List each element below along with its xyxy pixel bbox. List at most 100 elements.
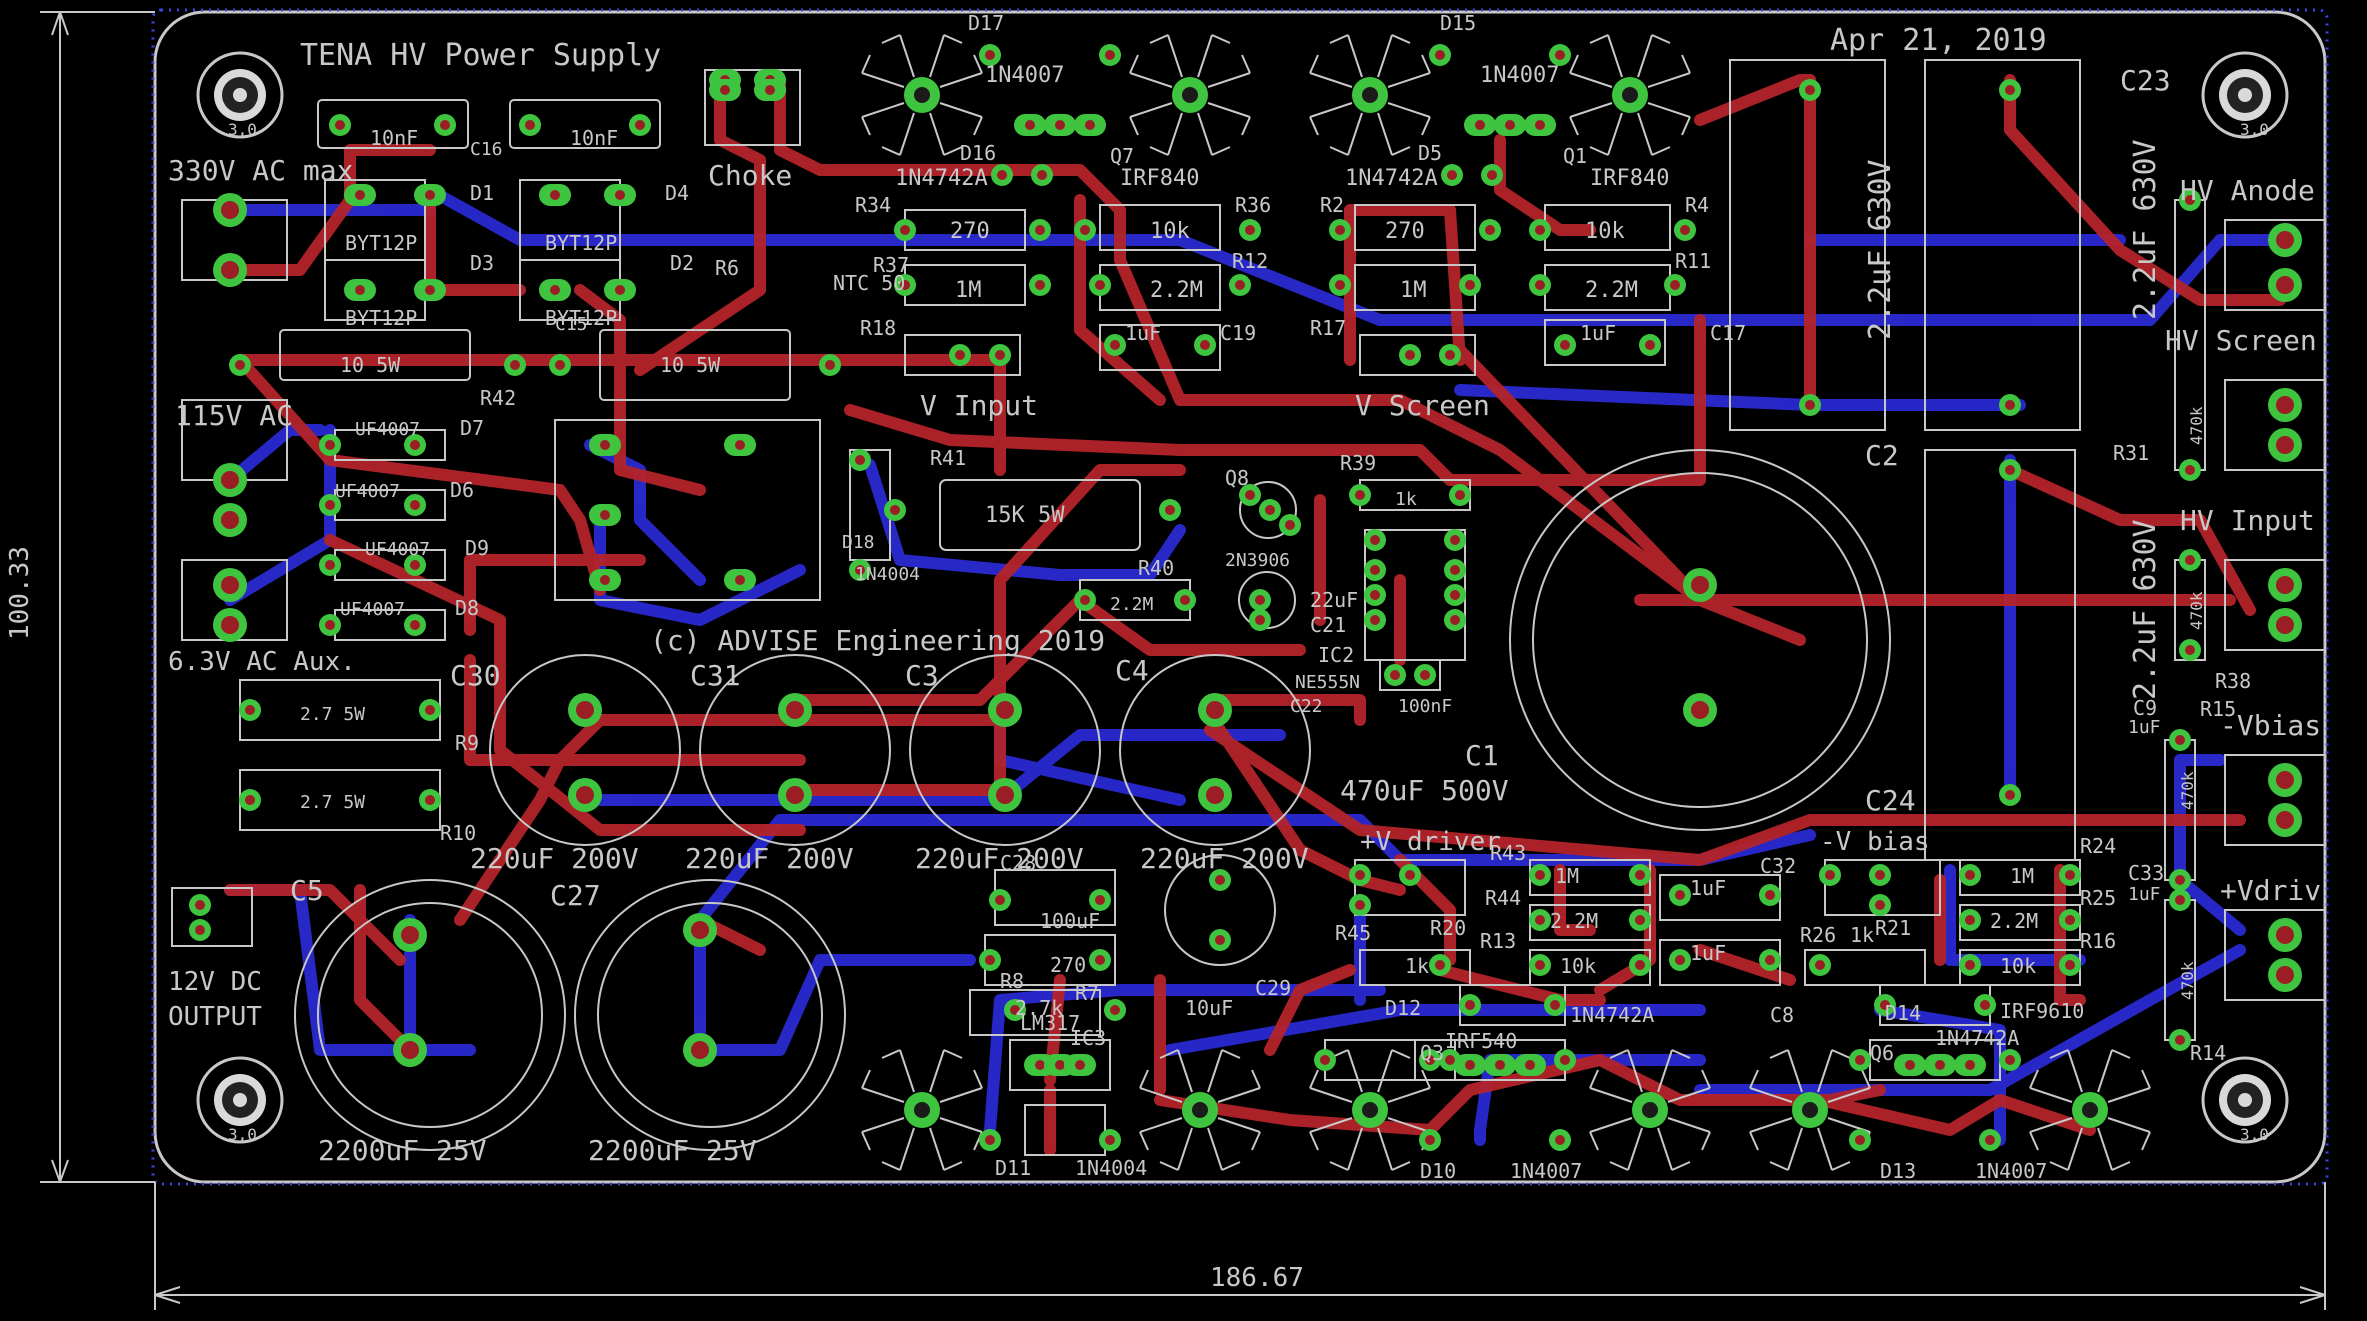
part-ref: R11 <box>1675 249 1711 273</box>
part-value: 10uF <box>1185 996 1233 1020</box>
part-ref: C29 <box>1255 976 1291 1000</box>
mount-hole-label: 3,0 <box>2240 120 2269 139</box>
part-ref: C19 <box>1220 321 1256 345</box>
part-ref: D17 <box>968 11 1004 35</box>
part-ref: R18 <box>860 316 896 340</box>
part-ref: C5 <box>290 874 324 907</box>
part-ref: Q1 <box>1563 144 1587 168</box>
part-value: IRF9610 <box>2000 999 2084 1023</box>
part-ref: R9 <box>455 731 479 755</box>
part-value: 2.7 5W <box>300 792 365 813</box>
part-value: 220uF 200V <box>470 842 639 875</box>
part-value: 1N4007 <box>1510 1159 1582 1183</box>
part-value: 270 <box>1385 219 1425 244</box>
part-value: 2.2M <box>1550 909 1598 933</box>
part-ref: R25 <box>2080 886 2116 910</box>
part-value: 1k <box>1850 923 1874 947</box>
part-value: LM317 <box>1020 1011 1080 1035</box>
part-ref: C9 <box>2133 696 2157 720</box>
part-value: 1uF <box>1580 321 1616 345</box>
part-value: 1k <box>1405 954 1429 978</box>
mount-hole-label: 3,0 <box>228 1125 257 1144</box>
part-ref: D2 <box>670 251 694 275</box>
part-value: 1uF <box>2128 884 2161 905</box>
part-value: BYT12P <box>345 306 417 330</box>
part-value: 100uF <box>1040 909 1100 933</box>
mount-hole <box>196 51 284 139</box>
part-value: 1N4742A <box>1570 1003 1654 1027</box>
part-value: IRF840 <box>1120 166 1199 191</box>
part-value: 10 5W <box>340 353 401 377</box>
connector-63v-label: 6.3V AC Aux. <box>168 647 356 677</box>
part-ref: D7 <box>460 416 484 440</box>
part-ref: R38 <box>2215 669 2251 693</box>
part-ref: R20 <box>1430 916 1466 940</box>
part-value: 10 5W <box>660 353 721 377</box>
part-ref: D6 <box>450 478 474 502</box>
label-v-input: V Input <box>920 389 1038 422</box>
part-value: IRF840 <box>1590 166 1669 191</box>
part-ref: C8 <box>1770 1003 1794 1027</box>
part-value: 1M <box>1555 864 1579 888</box>
part-ref: D16 <box>960 141 996 165</box>
part-value: 2.2M <box>1110 594 1154 615</box>
part-ref: D1 <box>470 181 494 205</box>
part-ref: R4 <box>1685 193 1709 217</box>
part-value: 270 <box>1050 953 1086 977</box>
part-ref: C21 <box>1310 613 1346 637</box>
part-ref: D15 <box>1440 11 1476 35</box>
part-value: IRF540 <box>1445 1029 1517 1053</box>
part-value: 10k <box>1150 219 1190 244</box>
part-value: 1M <box>1400 278 1427 303</box>
part-ref: R15 <box>2200 697 2236 721</box>
part-value: 10k <box>1585 219 1625 244</box>
mount-hole <box>2201 51 2289 139</box>
part-value: UF4007 <box>365 539 430 560</box>
part-value: UF4007 <box>335 481 400 502</box>
part-value: BYT12P <box>345 231 417 255</box>
part-ref: C28 <box>1000 851 1036 875</box>
dimension-height-label: 100.33 <box>5 546 35 640</box>
part-value: 2200uF 25V <box>318 1134 487 1167</box>
part-ref: D5 <box>1418 141 1442 165</box>
connector-vdriv-label: +Vdriv <box>2220 874 2321 907</box>
part-ref: R39 <box>1340 451 1376 475</box>
part-ref: IC2 <box>1318 643 1354 667</box>
part-ref: D18 <box>842 532 875 553</box>
part-ref: D12 <box>1385 996 1421 1020</box>
part-value: 2.2uF 630V <box>1863 159 1898 340</box>
part-value: 15K 5W <box>985 503 1065 528</box>
part-ref: C15 <box>555 314 588 335</box>
part-value: 1uF <box>1690 876 1726 900</box>
part-value: 470k <box>2187 591 2206 630</box>
part-value: 1uF <box>1125 321 1161 345</box>
part-ref: R40 <box>1138 556 1174 580</box>
part-ref: D11 <box>995 1156 1031 1180</box>
part-value: 270 <box>950 219 990 244</box>
top-copper-traces <box>224 74 2286 1156</box>
connector-12v-label-1: 12V DC <box>168 967 262 997</box>
board-title: TENA HV Power Supply <box>300 38 661 73</box>
connector-vbias-label: -Vbias <box>2220 709 2321 742</box>
part-value: 1N4004 <box>855 564 920 585</box>
part-value: UF4007 <box>355 419 420 440</box>
part-value: 1N4007 <box>1975 1159 2047 1183</box>
part-value: 1N4007 <box>985 63 1064 88</box>
part-value: NTC 50 <box>833 271 905 295</box>
part-ref: R37 <box>873 253 909 277</box>
connector-input-label: HV Input <box>2180 504 2315 537</box>
part-ref: R45 <box>1335 921 1371 945</box>
connector-12v-label-2: OUTPUT <box>168 1002 262 1032</box>
part-ref: R24 <box>2080 834 2116 858</box>
part-ref: C4 <box>1115 654 1149 687</box>
part-value: 220uF 200V <box>915 842 1084 875</box>
part-ref: D13 <box>1880 1159 1916 1183</box>
part-ref: R43 <box>1490 841 1526 865</box>
part-ref: R16 <box>2080 929 2116 953</box>
label-choke: Choke <box>708 159 792 192</box>
label-v-driver: +V driver <box>1360 827 1501 857</box>
part-value: 2.2M <box>1585 278 1638 303</box>
board-copyright: (c) ADVISE Engineering 2019 <box>650 624 1105 657</box>
part-value: 1uF <box>2128 717 2161 738</box>
part-ref: C22 <box>1290 696 1323 717</box>
